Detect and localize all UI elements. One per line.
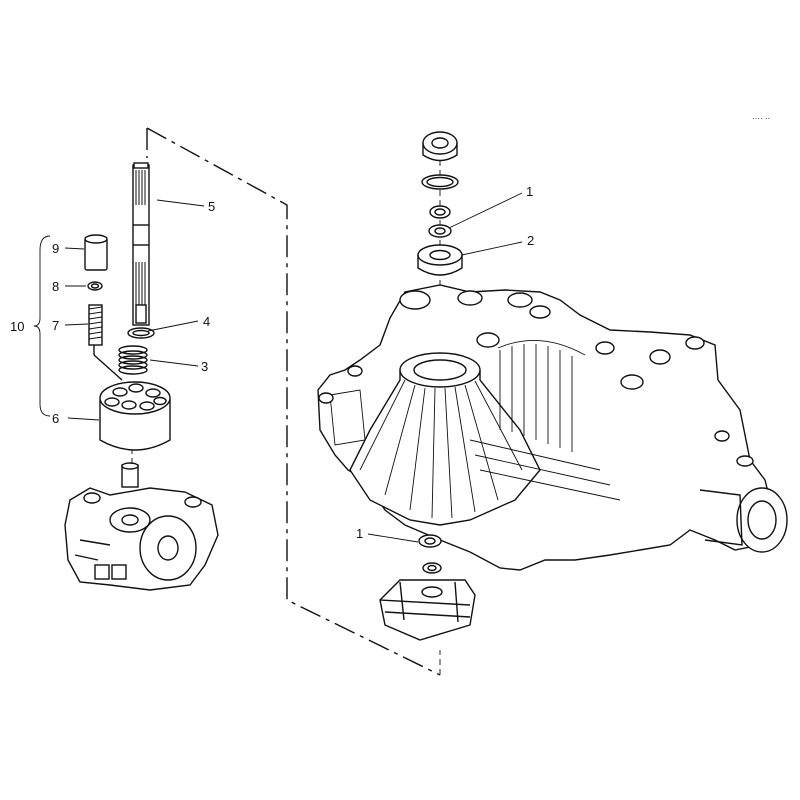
callout-10: 10 — [10, 319, 24, 334]
part-4-retaining-ring — [127, 327, 155, 339]
part-3-spring — [118, 345, 148, 375]
part-1-washer-upper — [428, 205, 452, 238]
bottom-cover-plate — [379, 579, 476, 641]
coupler — [121, 462, 139, 488]
callout-1-upper: 1 — [526, 184, 533, 199]
callout-8: 8 — [52, 279, 59, 294]
part-1-washer-lower — [418, 534, 442, 574]
leader-lines — [33, 192, 523, 543]
callout-7: 7 — [52, 318, 59, 333]
snap-ring-upper — [421, 174, 459, 190]
callout-9: 9 — [52, 241, 59, 256]
corner-reference-mark: ···· ·· — [752, 114, 770, 123]
callout-1-lower: 1 — [356, 526, 363, 541]
callout-2: 2 — [527, 233, 534, 248]
part-9-piston — [84, 234, 108, 271]
callout-3: 3 — [201, 359, 208, 374]
part-2-bearing — [417, 244, 463, 276]
center-section — [64, 487, 219, 591]
callout-4: 4 — [203, 314, 210, 329]
part-5-input-shaft — [132, 162, 150, 326]
callout-6: 6 — [52, 411, 59, 426]
callout-5: 5 — [208, 199, 215, 214]
part-8-ring — [87, 281, 103, 291]
transaxle-housing — [317, 284, 788, 571]
part-7-piston-spring — [88, 304, 123, 381]
top-bearing-cap — [422, 131, 458, 162]
part-6-cylinder-block — [99, 381, 171, 451]
